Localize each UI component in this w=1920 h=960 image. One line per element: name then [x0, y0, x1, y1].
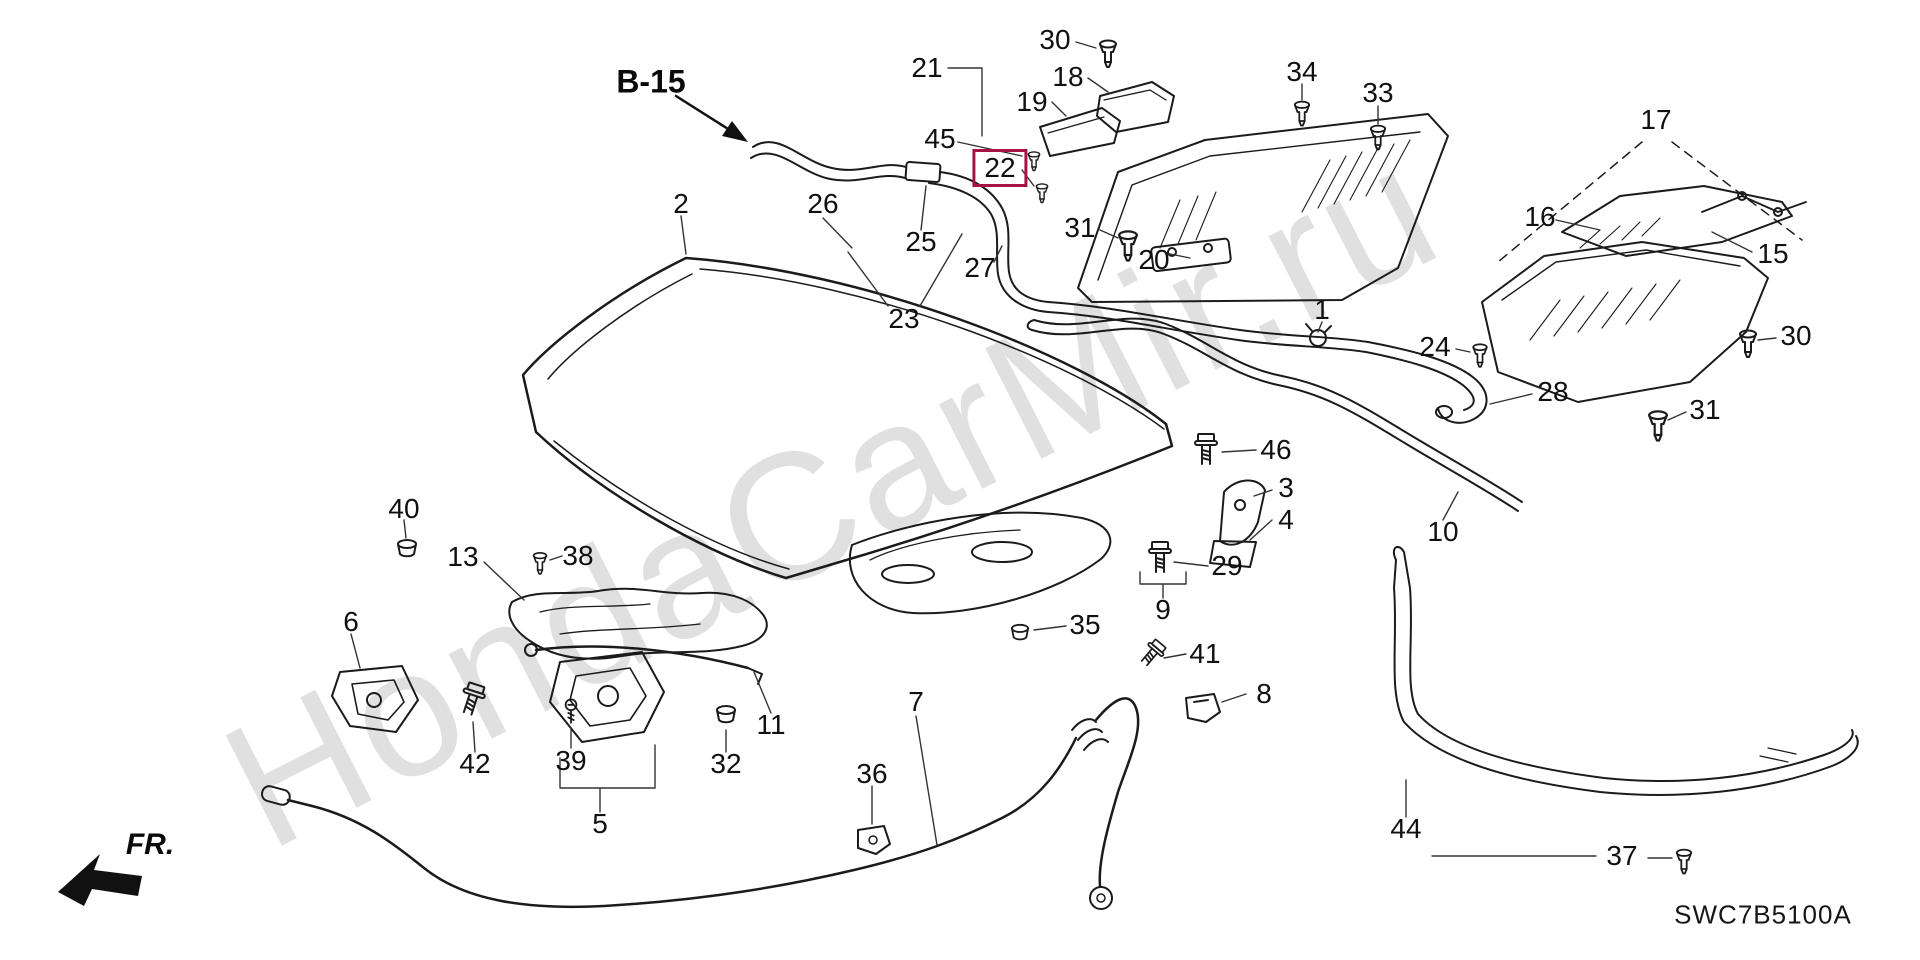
- part-label-8[interactable]: 8: [1256, 678, 1272, 709]
- part-label-39[interactable]: 39: [555, 745, 587, 776]
- cowl-channel-19: [1039, 107, 1121, 157]
- hood-stay-rod: [524, 643, 763, 685]
- part-label-2[interactable]: 2: [673, 188, 689, 219]
- b15-arrow-icon: [674, 94, 748, 142]
- part-label-5[interactable]: 5: [592, 808, 608, 839]
- part-label-7[interactable]: 7: [908, 686, 924, 717]
- part-label-30[interactable]: 30: [1039, 24, 1071, 55]
- part-label-15[interactable]: 15: [1757, 238, 1789, 269]
- part-label-10[interactable]: 10: [1427, 516, 1459, 547]
- part-label-16[interactable]: 16: [1524, 201, 1556, 232]
- fr-direction-arrow-icon: [58, 854, 142, 906]
- part-label-46[interactable]: 46: [1260, 434, 1292, 465]
- washer-hose: [750, 141, 1488, 424]
- part-label-24[interactable]: 24: [1419, 331, 1451, 362]
- part-label-36[interactable]: 36: [856, 758, 888, 789]
- front-cowl-trim: [1392, 545, 1859, 796]
- part-label-27[interactable]: 27: [964, 252, 996, 283]
- part-label-29[interactable]: 29: [1211, 550, 1243, 581]
- ref-label-b15[interactable]: B-15: [616, 63, 686, 100]
- part-label-40[interactable]: 40: [388, 493, 420, 524]
- part-label-18[interactable]: 18: [1052, 61, 1084, 92]
- part-label-9[interactable]: 9: [1155, 594, 1171, 625]
- hood-seal: [1026, 317, 1523, 512]
- part-label-28[interactable]: 28: [1537, 376, 1569, 407]
- hood-release-cable: [260, 697, 1140, 910]
- part-label-11[interactable]: 11: [756, 709, 786, 740]
- part-label-23[interactable]: 23: [888, 303, 920, 334]
- part-label-33[interactable]: 33: [1362, 77, 1394, 108]
- cowl-bracket-18: [1096, 81, 1175, 133]
- part-label-6[interactable]: 6: [343, 606, 359, 637]
- part-label-20[interactable]: 20: [1138, 244, 1170, 275]
- part-label-26[interactable]: 26: [807, 188, 839, 219]
- part-label-25[interactable]: 25: [905, 226, 937, 257]
- part-label-31-2[interactable]: 31: [1689, 394, 1721, 425]
- part-label-41[interactable]: 41: [1189, 638, 1221, 669]
- hood-inner-panel: [849, 511, 1112, 615]
- part-label-34[interactable]: 34: [1286, 56, 1318, 87]
- part-label-13[interactable]: 13: [447, 541, 479, 572]
- cowl-side-assembly: [1481, 141, 1807, 403]
- part-label-17[interactable]: 17: [1640, 104, 1672, 135]
- fasteners: [397, 39, 1757, 875]
- leader-lines: [350, 41, 1777, 859]
- part-label-1[interactable]: 1: [1314, 294, 1330, 325]
- diagram-code: SWC7B5100A: [1674, 899, 1852, 930]
- part-label-37[interactable]: 37: [1606, 840, 1638, 871]
- part-label-45[interactable]: 45: [924, 123, 956, 154]
- part-label-3[interactable]: 3: [1278, 472, 1294, 503]
- part-label-22[interactable]: 22: [972, 149, 1028, 187]
- part-label-31[interactable]: 31: [1064, 212, 1096, 243]
- part-label-30-2[interactable]: 30: [1780, 320, 1812, 351]
- part-label-32[interactable]: 32: [710, 748, 742, 779]
- hood-hinge: [1209, 479, 1266, 568]
- front-direction-label: FR.: [125, 828, 175, 861]
- cowl-top-assembly: [1077, 113, 1449, 303]
- hood-panel: [521, 256, 1174, 580]
- part-label-42[interactable]: 42: [459, 748, 491, 779]
- part-label-35[interactable]: 35: [1069, 609, 1101, 640]
- part-label-19[interactable]: 19: [1016, 86, 1048, 117]
- part-label-21[interactable]: 21: [911, 52, 943, 83]
- part-label-38[interactable]: 38: [562, 540, 594, 571]
- hood-latch: [331, 665, 419, 733]
- part-label-44[interactable]: 44: [1390, 813, 1422, 844]
- hood-insulator: [508, 587, 768, 660]
- part-label-4[interactable]: 4: [1278, 504, 1294, 535]
